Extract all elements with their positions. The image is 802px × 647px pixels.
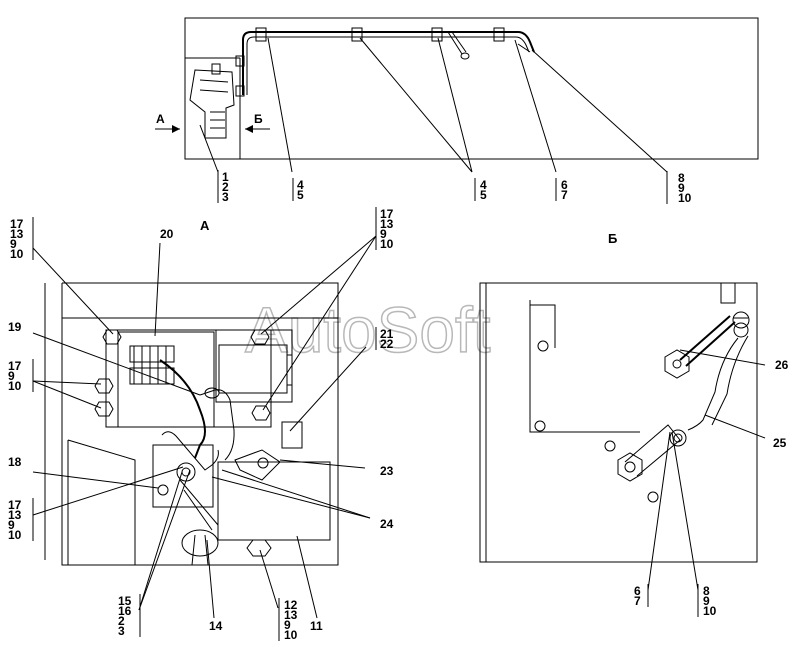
callout-number: 13 <box>10 227 24 241</box>
callout-number: 8 <box>703 584 710 598</box>
callout-number: 5 <box>480 188 487 202</box>
callout-number: 25 <box>773 436 787 450</box>
callout-number: 7 <box>561 188 568 202</box>
callout-number: 12 <box>284 598 298 612</box>
callout-b-bottom-1: 67 <box>634 584 649 608</box>
callout-a-18: 18 <box>8 455 22 469</box>
callout-number: 13 <box>8 508 22 522</box>
callout-number: 26 <box>775 358 789 372</box>
callout-number: 9 <box>380 227 387 241</box>
callout-a-14: 14 <box>209 619 223 633</box>
callout-number: 8 <box>678 171 685 185</box>
callout-number: 17 <box>380 207 394 221</box>
callout-number: 9 <box>8 518 15 532</box>
callout-number: 9 <box>10 237 17 251</box>
bolt-icon <box>94 329 271 421</box>
callout-number: 9 <box>703 594 710 608</box>
callout-number: 10 <box>10 247 24 261</box>
callout-number: 10 <box>284 628 298 642</box>
callout-number: 9 <box>284 618 291 632</box>
callout-top-2: 45 <box>292 178 304 202</box>
callout-number: 17 <box>8 498 22 512</box>
callout-number: 1 <box>222 170 229 184</box>
callout-b-26: 26 <box>775 358 789 372</box>
callout-number: 10 <box>8 528 22 542</box>
callout-b-25: 25 <box>773 436 787 450</box>
callout-number: 17 <box>10 217 24 231</box>
callout-number: 20 <box>160 227 174 241</box>
arrow-b-label: Б <box>254 112 263 126</box>
arrow-a-label: А <box>156 112 165 126</box>
callout-number: 14 <box>209 619 223 633</box>
callout-number: 10 <box>703 604 717 618</box>
callout-a-20: 20 <box>160 227 174 241</box>
view-a-title: А <box>200 218 210 233</box>
callout-number: 10 <box>8 379 22 393</box>
callout-number: 2 <box>118 614 125 628</box>
callout-a-24: 24 <box>380 517 394 531</box>
callout-number: 4 <box>297 178 304 192</box>
view-b: Б <box>479 231 766 591</box>
callout-number: 4 <box>480 178 487 192</box>
callout-number: 23 <box>380 464 394 478</box>
callout-number: 13 <box>284 608 298 622</box>
callout-number: 7 <box>634 594 641 608</box>
callout-number: 6 <box>634 584 641 598</box>
callout-number: 17 <box>8 359 22 373</box>
callout-number: 10 <box>678 191 692 205</box>
callout-number: 9 <box>8 369 15 383</box>
callout-number: 5 <box>297 188 304 202</box>
callout-number: 22 <box>380 337 394 351</box>
view-a: А <box>32 218 377 619</box>
callout-number: 15 <box>118 594 132 608</box>
callout-number: 9 <box>678 181 685 195</box>
callout-a-19: 19 <box>8 320 22 334</box>
callout-number: 2 <box>222 180 229 194</box>
callout-top-4: 67 <box>555 178 568 202</box>
callout-number: 21 <box>380 327 394 341</box>
callout-number: 18 <box>8 455 22 469</box>
callout-a-11: 11 <box>310 619 323 633</box>
callout-top-3: 45 <box>474 178 487 202</box>
callout-top-1: 123 <box>217 170 229 204</box>
callout-number: 16 <box>118 604 132 618</box>
callout-number: 3 <box>118 624 125 638</box>
view-b-title: Б <box>608 231 617 246</box>
callout-number: 11 <box>310 619 323 633</box>
callout-number: 13 <box>380 217 394 231</box>
top-view: А Б <box>155 17 759 173</box>
callout-number: 6 <box>561 178 568 192</box>
callout-number: 3 <box>222 190 229 204</box>
callout-a-23: 23 <box>380 464 394 478</box>
callout-number: 10 <box>380 237 394 251</box>
callout-number: 24 <box>380 517 394 531</box>
callout-number: 19 <box>8 320 22 334</box>
